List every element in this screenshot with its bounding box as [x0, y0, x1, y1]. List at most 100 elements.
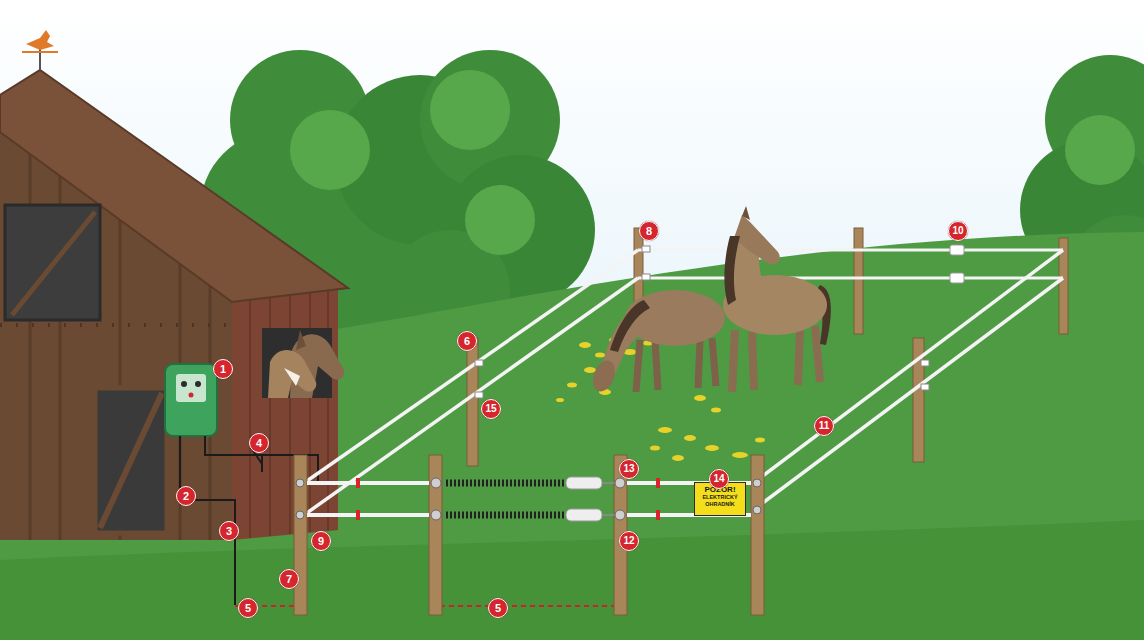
energizer-knob	[181, 381, 187, 387]
tape-front	[307, 483, 751, 515]
callout-number: 5	[238, 598, 258, 618]
gate-anchors	[296, 478, 761, 520]
horse-grazing	[589, 290, 725, 394]
fence-post	[854, 228, 863, 334]
horse-blaze	[284, 368, 300, 386]
fence-post	[751, 455, 764, 615]
flower	[755, 438, 765, 443]
callout-number: 7	[279, 569, 299, 589]
horse-leg	[798, 330, 800, 385]
insulator	[475, 392, 483, 398]
horse-leg	[752, 332, 754, 390]
gate-anchor	[615, 510, 625, 520]
horse-leg	[815, 326, 820, 382]
flower	[672, 455, 684, 461]
barn-window	[5, 205, 100, 320]
corner-insulator	[753, 479, 761, 487]
door-brace	[100, 393, 162, 528]
gate-anchor	[615, 478, 625, 488]
insulator	[356, 478, 360, 488]
callout-number: 11	[814, 416, 834, 436]
fence-tape	[760, 250, 1063, 478]
gate-anchor	[431, 478, 441, 488]
callout-number: 13	[619, 459, 639, 479]
insulator	[656, 510, 660, 520]
callout-number: 5	[488, 598, 508, 618]
tree-highlight	[465, 185, 535, 255]
window-brace	[12, 212, 95, 315]
horse-head	[734, 215, 780, 264]
fence-tape	[304, 250, 638, 483]
insulator	[921, 384, 929, 390]
fence-tape	[760, 278, 1063, 505]
callout-number: 9	[311, 531, 331, 551]
flower	[711, 408, 721, 413]
tape-connector	[950, 273, 964, 283]
callout-number: 6	[457, 331, 477, 351]
callout-number: 8	[639, 221, 659, 241]
fence-tape	[638, 277, 1063, 280]
insulator	[475, 360, 483, 366]
corner-insulator	[296, 479, 304, 487]
fence-post	[467, 338, 478, 466]
horse-head	[268, 350, 316, 398]
callout-number: 12	[619, 531, 639, 551]
flower	[684, 435, 696, 441]
flower	[579, 342, 591, 348]
horse-mane	[610, 300, 650, 352]
fence-posts-front	[294, 455, 764, 615]
horse-mane	[724, 236, 740, 305]
callout-number: 3	[219, 521, 239, 541]
energizer-lamp	[189, 393, 194, 398]
horse-leg	[732, 330, 735, 392]
callout-number: 4	[249, 433, 269, 453]
horse-leg	[636, 340, 640, 392]
fence-post	[294, 455, 307, 615]
flower	[694, 395, 706, 401]
insulator	[642, 246, 650, 252]
energizer-knob	[195, 381, 201, 387]
corner-insulator	[753, 506, 761, 514]
horse-leg	[655, 340, 658, 390]
fence-tape	[307, 481, 429, 485]
energizer-case	[165, 364, 217, 436]
gate-spring	[446, 512, 566, 519]
horse-ear	[742, 206, 750, 220]
sign-body: ELEKTRICKÝ OHRADNÍK	[695, 494, 745, 507]
callout-number: 10	[948, 221, 968, 241]
gate-hook	[602, 514, 614, 516]
fence-tape	[307, 513, 429, 517]
weathervane-arrow	[22, 51, 58, 53]
gate-handle	[566, 509, 602, 521]
tape-sides	[304, 250, 1063, 515]
energizer-panel	[176, 374, 206, 402]
callout-number: 1	[213, 359, 233, 379]
fence-tape	[304, 278, 638, 515]
underground-cable	[440, 605, 625, 607]
insulator	[656, 478, 660, 488]
fence-tape	[638, 249, 1063, 252]
energizer	[165, 364, 217, 436]
flower	[595, 353, 605, 358]
gate-hook	[602, 482, 614, 484]
flower	[732, 452, 748, 458]
horse-leg	[698, 340, 700, 388]
plank	[327, 291, 329, 531]
tree-highlight	[430, 70, 510, 150]
plank	[249, 298, 251, 538]
horse-standing	[723, 206, 831, 392]
barn-rivets	[0, 323, 232, 327]
insulator	[642, 274, 650, 280]
fence-post	[429, 455, 442, 615]
flower	[556, 398, 564, 402]
horse-head	[589, 358, 619, 395]
weathervane-rooster	[26, 30, 54, 50]
flower	[705, 445, 719, 451]
callout-number: 2	[176, 486, 196, 506]
gate-spring	[446, 480, 566, 487]
flower	[584, 367, 596, 373]
flower	[658, 427, 672, 433]
tree-highlight	[290, 110, 370, 190]
